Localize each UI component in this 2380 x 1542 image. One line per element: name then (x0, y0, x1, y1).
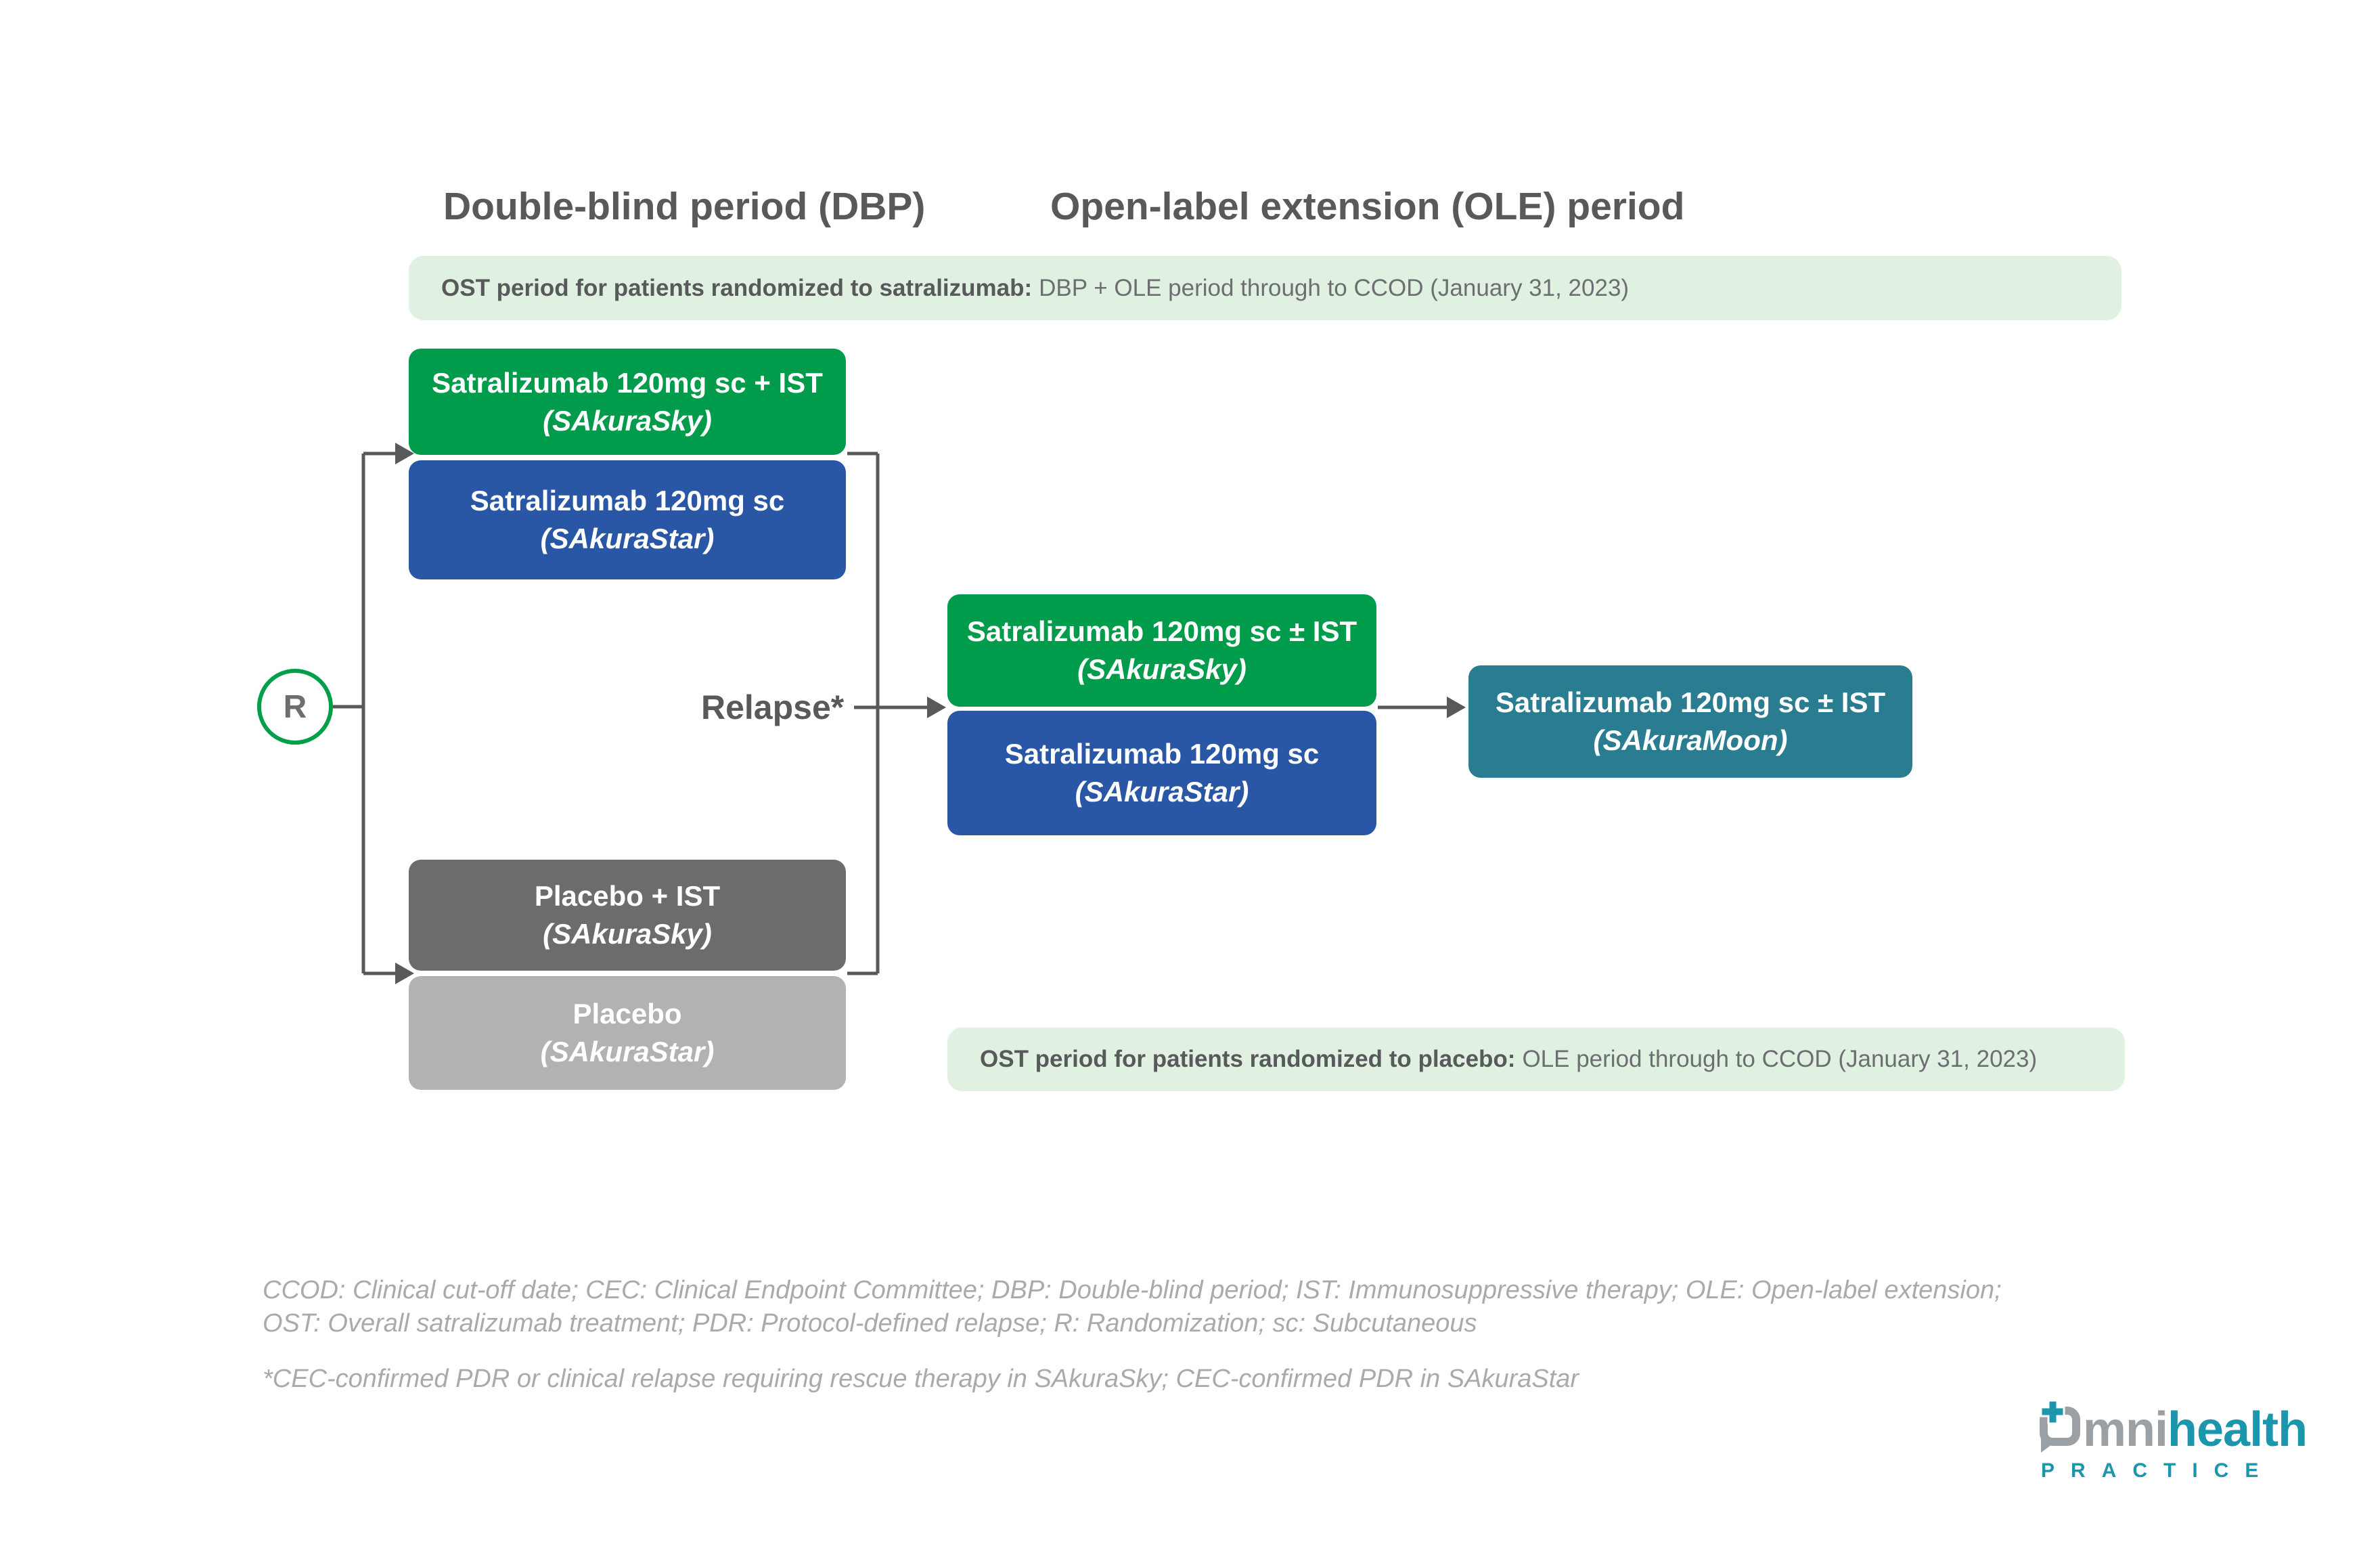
box-satralizumab-sakuramoon: Satralizumab 120mg sc ± IST (SAkuraMoon) (1468, 665, 1912, 778)
box-ole-satralizumab-ist-sakurasky: Satralizumab 120mg sc ± IST (SAkuraSky) (947, 594, 1376, 707)
randomization-branch (333, 451, 397, 975)
logo-text-mni: mni (2083, 1403, 2168, 1457)
box-label: Placebo + IST (534, 880, 721, 912)
ost-placebo-banner-bold: OST period for patients randomized to pl… (980, 1046, 1516, 1072)
box-label: Satralizumab 120mg sc ± IST (1495, 686, 1886, 718)
box-dbp-satralizumab-ist-sakurasky: Satralizumab 120mg sc + IST (SAkuraSky) (409, 349, 846, 455)
box-sublabel: (SAkuraSky) (1077, 653, 1247, 685)
box-label: Satralizumab 120mg sc + IST (432, 366, 823, 399)
logo-text-health: health (2168, 1403, 2308, 1457)
abbreviation-line-2: OST: Overall satralizumab treatment; PDR… (263, 1309, 1477, 1338)
box-placebo-sakurastar: Placebo (SAkuraStar) (409, 976, 846, 1090)
box-label: Satralizumab 120mg sc (1004, 738, 1320, 770)
abbreviation-footnotes: CCOD: Clinical cut-off date; CEC: Clinic… (263, 1274, 2002, 1340)
box-dbp-satralizumab-sakurastar: Satralizumab 120mg sc (SAkuraStar) (409, 460, 846, 579)
randomization-label: R (283, 688, 307, 725)
box-ole-satralizumab-sakurastar: Satralizumab 120mg sc (SAkuraStar) (947, 711, 1376, 835)
box-sublabel: (SAkuraSky) (543, 404, 712, 437)
abbreviation-line-1: CCOD: Clinical cut-off date; CEC: Clinic… (263, 1276, 2002, 1304)
box-sublabel: (SAkuraStar) (540, 1036, 715, 1067)
ost-satralizumab-banner-regular: DBP + OLE period through to CCOD (Januar… (1039, 274, 1630, 301)
ost-satralizumab-banner: OST period for patients randomized to sa… (409, 256, 2121, 320)
logo-text-practice: PRACTICE (2041, 1459, 2275, 1482)
omnihealth-bubble-icon (2040, 1400, 2080, 1453)
box-label: Satralizumab 120mg sc (470, 485, 785, 516)
ost-placebo-banner-regular: OLE period through to CCOD (January 31, … (1522, 1046, 2038, 1072)
ost-placebo-banner: OST period for patients randomized to pl… (947, 1028, 2125, 1091)
header-open-label-extension-period: Open-label extension (OLE) period (1050, 185, 1685, 228)
box-sublabel: (SAkuraStar) (1075, 776, 1249, 808)
relapse-arrow (854, 697, 946, 718)
box-label: Placebo (572, 998, 682, 1030)
randomization-circle: R (257, 669, 333, 745)
box-sublabel: (SAkuraSky) (543, 918, 712, 950)
ost-satralizumab-banner-bold: OST period for patients randomized to sa… (441, 274, 1033, 301)
relapse-definition-footnote: *CEC-confirmed PDR or clinical relapse r… (263, 1365, 1579, 1393)
box-placebo-ist-sakurasky: Placebo + IST (SAkuraSky) (409, 860, 846, 971)
box-sublabel: (SAkuraMoon) (1593, 724, 1788, 756)
header-double-blind-period: Double-blind period (DBP) (443, 185, 926, 228)
box-sublabel: (SAkuraStar) (540, 523, 715, 554)
box-label: Satralizumab 120mg sc ± IST (966, 615, 1357, 647)
relapse-label: Relapse* (701, 688, 845, 726)
dbp-bracket (847, 451, 880, 975)
ole-to-moon-arrow (1378, 697, 1466, 718)
